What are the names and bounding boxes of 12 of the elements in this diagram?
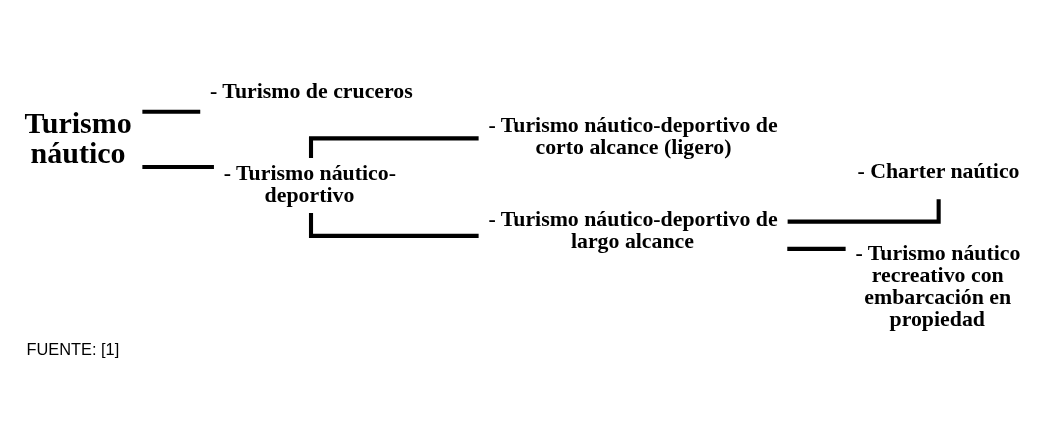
connector <box>142 164 214 169</box>
node-text: - Charter naútico <box>857 158 1020 183</box>
connector <box>308 212 479 238</box>
node-text: - Turismo náutico-deportivo de corto alcance (ligero) <box>488 112 778 159</box>
node-text: - Turismo náutico recreativo con embarcación en propiedad <box>855 240 1021 331</box>
connector <box>787 246 846 251</box>
node-text: Turismo náutico <box>24 105 132 169</box>
caption: FUENTE: [1] <box>26 339 120 358</box>
node-text: - Turismo náutico-deportivo de largo alcance <box>488 206 778 253</box>
node-text: - Turismo náutico-deportivo <box>223 160 396 207</box>
connector <box>142 109 201 114</box>
node-text: - Turismo de cruceros <box>210 78 413 103</box>
